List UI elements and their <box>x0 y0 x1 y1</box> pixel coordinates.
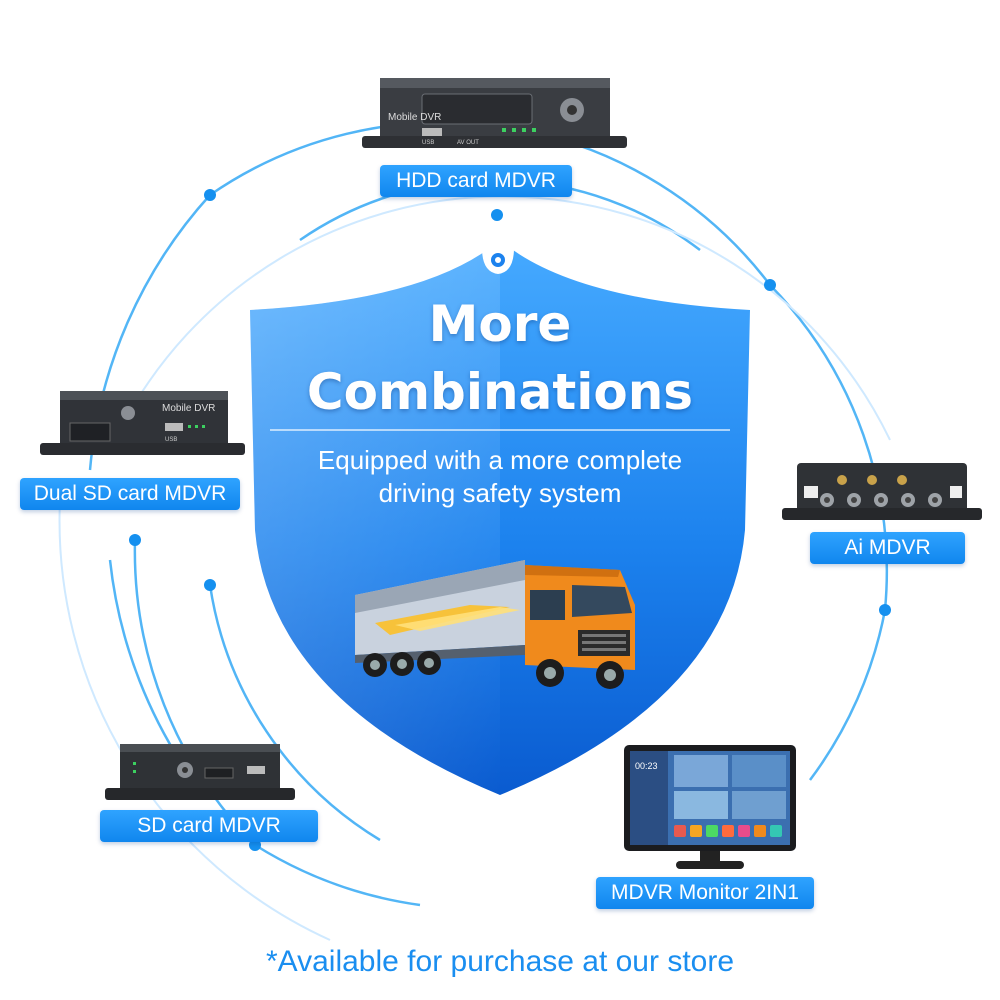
label-mdvr-monitor-2in1: MDVR Monitor 2IN1 <box>596 877 814 909</box>
arc-node <box>204 579 216 591</box>
truck-image <box>355 560 635 689</box>
arc-node <box>879 604 891 616</box>
hdd-mdvr-device: Mobile DVR USB AV OUT <box>362 78 627 148</box>
dual-sd-mdvr-device: Mobile DVR USB <box>40 391 245 455</box>
mdvr-monitor-device: 00:23 <box>624 745 796 869</box>
label-sd-card-mdvr: SD card MDVR <box>100 810 318 842</box>
hdd-port-usb: USB <box>422 140 434 146</box>
subheadline-line1: Equipped with a more complete <box>317 445 683 475</box>
arc-node <box>491 209 503 221</box>
arc-node <box>204 189 216 201</box>
headline-line1: More <box>428 295 572 353</box>
subheadline-line2: driving safety system <box>378 478 622 508</box>
dual-sd-device-text: Mobile DVR <box>162 403 215 414</box>
label-ai-mdvr: Ai MDVR <box>810 532 965 564</box>
arc-node <box>249 839 261 851</box>
hdd-port-av: AV OUT <box>457 140 479 146</box>
label-dual-sd-card-mdvr: Dual SD card MDVR <box>20 478 240 510</box>
arc-node <box>764 279 776 291</box>
headline-line2: Combinations <box>306 363 694 421</box>
sd-mdvr-device <box>105 744 295 800</box>
ai-mdvr-device <box>782 463 982 520</box>
camera-icon <box>480 240 516 274</box>
footer-note: *Available for purchase at our store <box>265 945 735 978</box>
monitor-screen-time: 00:23 <box>635 761 658 771</box>
arc-node <box>129 534 141 546</box>
label-hdd-card-mdvr: HDD card MDVR <box>380 165 572 197</box>
dual-sd-port-usb: USB <box>165 437 177 443</box>
hdd-device-text: Mobile DVR <box>388 112 441 123</box>
